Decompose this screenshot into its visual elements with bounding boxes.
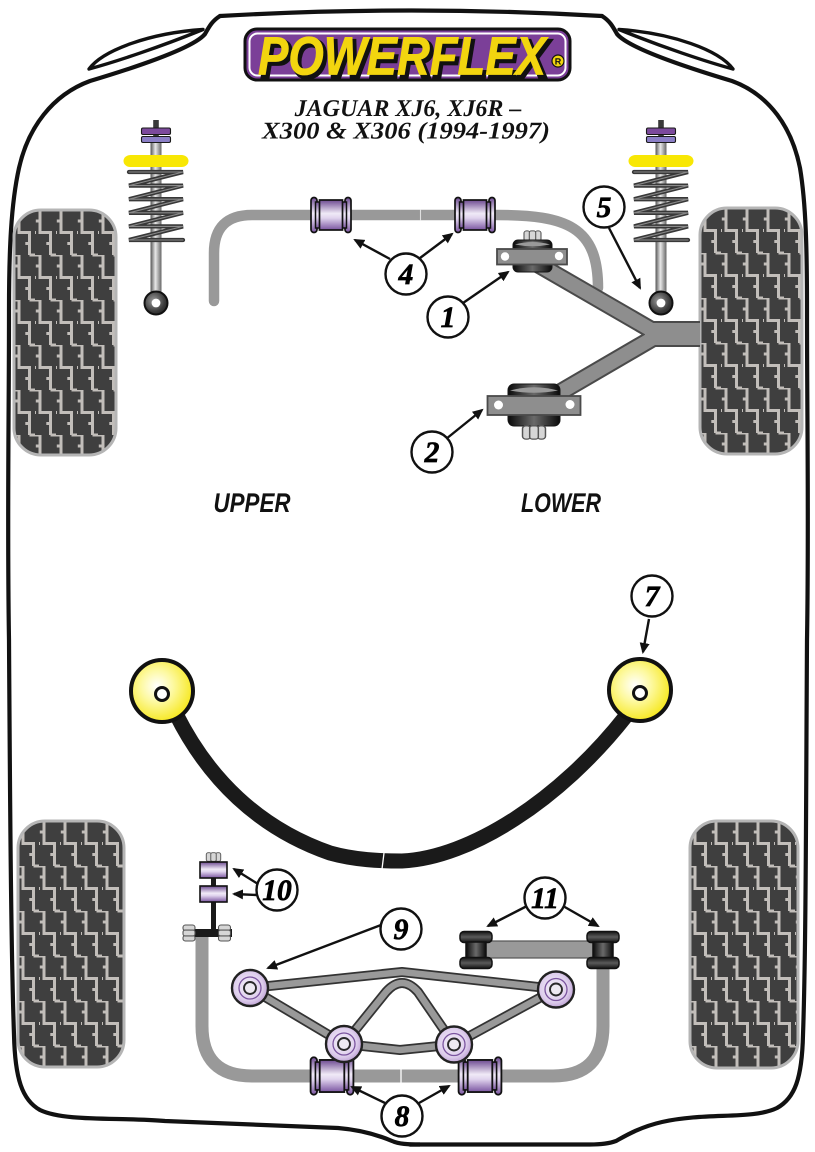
svg-text:5: 5 [597, 192, 612, 224]
svg-text:2: 2 [424, 437, 440, 469]
svg-text:11: 11 [531, 883, 559, 915]
svg-text:9: 9 [394, 914, 409, 946]
svg-text:8: 8 [395, 1101, 410, 1133]
svg-text:7: 7 [645, 581, 661, 613]
svg-text:JAGUAR XJ6, XJ6R –: JAGUAR XJ6, XJ6R – [294, 96, 522, 122]
svg-text:X300 & X306 (1994-1997): X300 & X306 (1994-1997) [261, 119, 550, 145]
svg-text:POWERFLEX: POWERFLEX [261, 30, 552, 90]
svg-text:10: 10 [262, 875, 292, 907]
svg-text:1: 1 [441, 302, 456, 334]
svg-text:POWERFLEX: POWERFLEX [258, 27, 549, 87]
svg-text:UPPER: UPPER [214, 488, 291, 518]
svg-text:R: R [555, 57, 562, 67]
svg-text:4: 4 [398, 259, 414, 291]
svg-text:LOWER: LOWER [521, 488, 601, 518]
